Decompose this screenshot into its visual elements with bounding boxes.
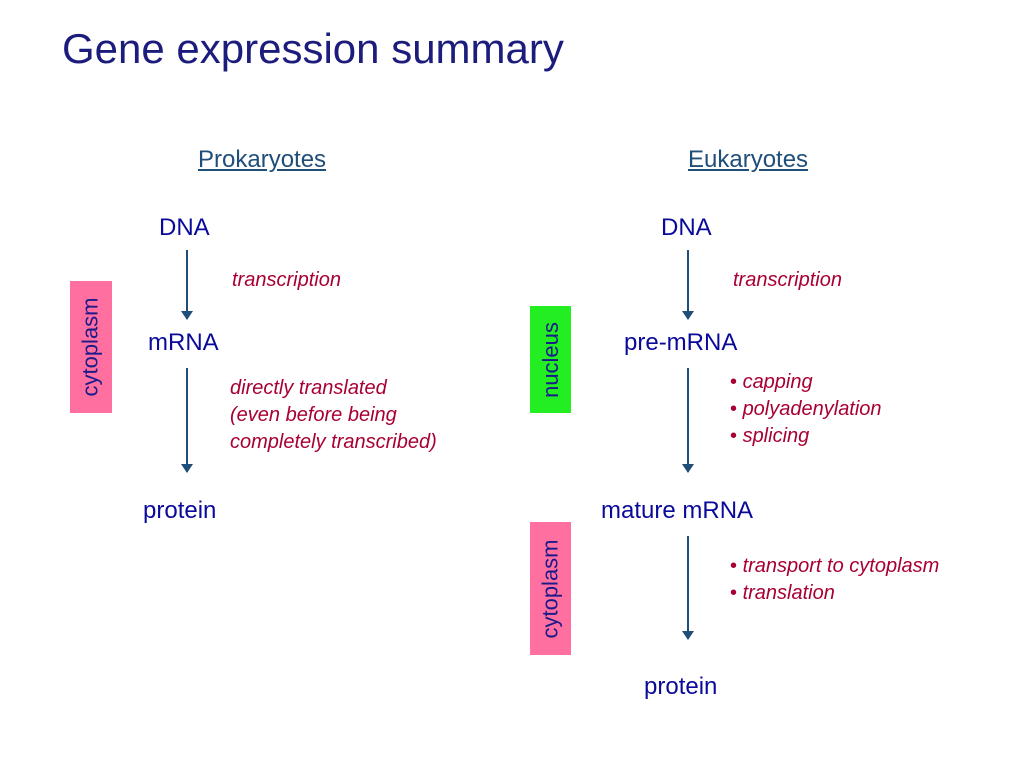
eukaryote-dna-node: DNA [661, 214, 712, 241]
eukaryote-translation-item: transport to cytoplasm [730, 553, 940, 580]
prokaryote-transcription-arrow [181, 250, 193, 320]
eukaryote-mature-mrna-node: mature mRNA [601, 497, 754, 524]
prokaryote-translation-note: directly translated (even before being c… [230, 375, 437, 456]
eukaryote-nucleus-region: nucleus [530, 306, 571, 413]
eukaryote-translation-arrow [682, 536, 694, 640]
eukaryote-nucleus-label: nucleus [537, 321, 563, 398]
prokaryote-transcription-note: transcription [232, 269, 341, 291]
eukaryote-processing-item: polyadenylation [730, 396, 882, 423]
prokaryote-translation-note-line-2: (even before being [230, 404, 397, 426]
eukaryote-translation-list: transport to cytoplasm translation [730, 553, 940, 607]
slide-title: Gene expression summary [62, 25, 564, 72]
prokaryote-cytoplasm-label: cytoplasm [78, 297, 104, 397]
prokaryotes-heading: Prokaryotes [198, 146, 327, 173]
prokaryote-dna-node: DNA [159, 214, 210, 241]
eukaryote-protein-node: protein [644, 673, 718, 700]
eukaryote-transcription-arrow [682, 250, 694, 320]
eukaryote-cytoplasm-region: cytoplasm [530, 522, 571, 655]
eukaryote-processing-list: capping polyadenylation splicing [730, 369, 882, 450]
prokaryote-cytoplasm-region: cytoplasm [70, 281, 112, 413]
prokaryote-mrna-node: mRNA [148, 329, 219, 356]
prokaryote-translation-arrow [181, 368, 193, 473]
eukaryote-processing-item: splicing [730, 423, 882, 450]
eukaryote-processing-arrow [682, 368, 694, 473]
prokaryote-protein-node: protein [143, 497, 217, 524]
eukaryote-transcription-note: transcription [733, 269, 842, 291]
prokaryote-translation-note-line-3: completely transcribed) [230, 431, 437, 453]
eukaryote-pre-mrna-node: pre-mRNA [624, 329, 738, 356]
prokaryote-translation-note-line-1: directly translated [230, 377, 387, 399]
eukaryote-cytoplasm-label: cytoplasm [537, 538, 563, 639]
eukaryotes-heading: Eukaryotes [688, 146, 809, 173]
eukaryote-translation-item: translation [730, 580, 939, 607]
eukaryote-processing-item: capping [730, 369, 882, 396]
